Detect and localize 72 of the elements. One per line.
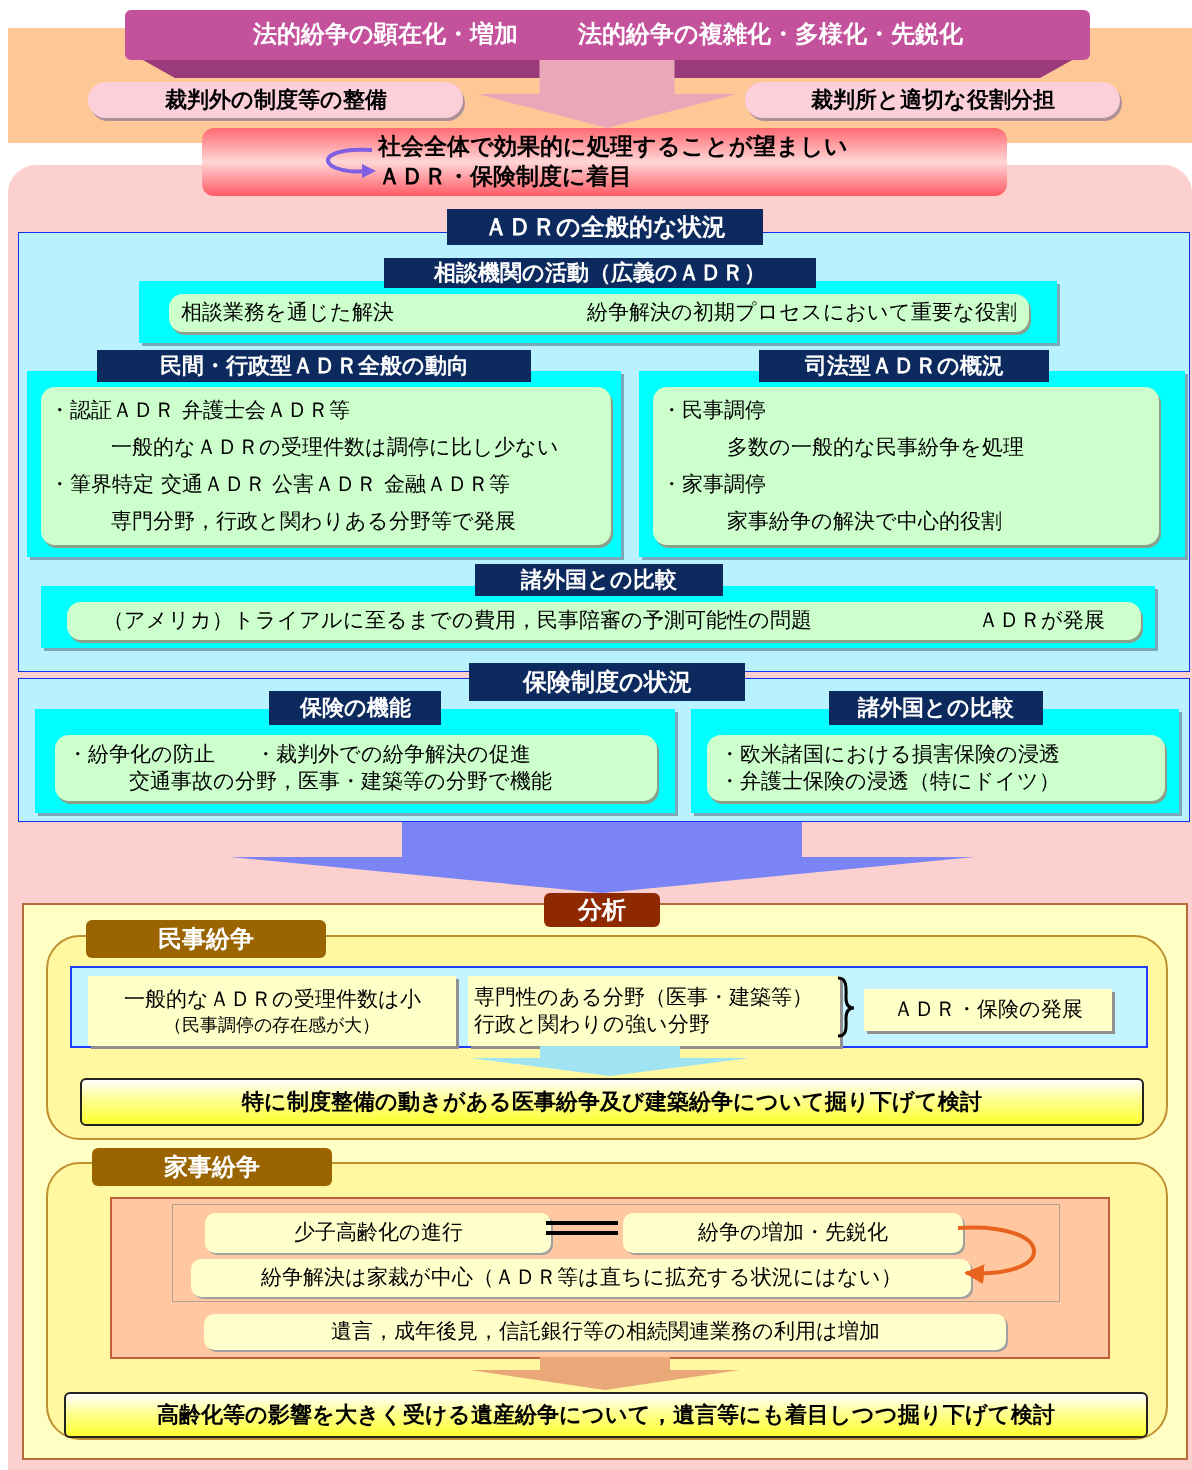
group-box — [172, 1204, 1060, 1302]
text: 行政と関わりの強い分野 — [474, 1011, 710, 1038]
text-card — [205, 1213, 551, 1253]
text: 高齢化等の影響を大きく受ける遺産紛争について，遺言等にも着目しつつ掘り下げて検討 — [157, 1400, 1055, 1429]
text-card — [864, 989, 1112, 1031]
text: 紛争の増加・先鋭化 — [698, 1219, 888, 1247]
callout-box — [202, 128, 1007, 196]
text: 相談業務を通じた解決 — [181, 299, 394, 327]
text-card — [623, 1213, 963, 1253]
group-box — [110, 1197, 1110, 1359]
text-card — [169, 294, 1029, 332]
scroll-banner — [64, 1392, 1148, 1438]
heading-tab: 相談機関の活動（広義のＡＤＲ） — [384, 258, 816, 288]
text: ・認証ＡＤＲ 弁護士会ＡＤＲ等 — [49, 396, 350, 424]
text-card — [707, 735, 1165, 801]
text-card — [55, 735, 657, 801]
text: ・民事調停 — [661, 396, 766, 424]
heading-tab: 諸外国との比較 — [475, 564, 723, 596]
heading-tab: 民事紛争 — [86, 920, 326, 958]
text-card — [88, 976, 456, 1046]
text: 専門性のある分野（医事・建築等） — [474, 983, 813, 1011]
text: ＡＤＲ・保険制度に着目 — [378, 162, 632, 191]
text-card — [468, 976, 840, 1046]
text: 法的紛争の複雑化・多様化・先鋭化 — [577, 19, 963, 51]
text: 一般的なＡＤＲの受理件数は小 — [123, 985, 421, 1013]
heading-tab: 保険制度の状況 — [469, 663, 745, 701]
text: ・欧米諸国における損害保険の浸透 — [719, 740, 1060, 768]
text: 一般的なＡＤＲの受理件数は調停に比し少ない — [111, 433, 559, 461]
text: 法的紛争の顕在化・増加 — [252, 19, 518, 51]
heading-tab: 保険の機能 — [269, 691, 441, 725]
text: ・家事調停 — [661, 470, 766, 498]
block-arrow — [470, 1357, 740, 1390]
text: 専門分野，行政と関わりある分野等で発展 — [111, 507, 516, 535]
heading-tab: 家事紛争 — [92, 1148, 332, 1186]
text: 社会全体で効果的に処理することが望ましい — [378, 132, 848, 162]
pill-label — [88, 82, 463, 118]
double-line-connector — [544, 1221, 620, 1235]
text-card — [191, 1259, 971, 1297]
text-card — [653, 387, 1159, 545]
text: ・筆界特定 交通ＡＤＲ 公害ＡＤＲ 金融ＡＤＲ等 — [49, 470, 511, 498]
text: 紛争解決の初期プロセスにおいて重要な役割 — [587, 299, 1017, 327]
text: ・紛争化の防止 — [67, 740, 215, 768]
text: ・裁判外での紛争解決の促進 — [255, 740, 531, 768]
text: ＡＤＲ・保険の発展 — [893, 996, 1083, 1024]
text: 多数の一般的な民事紛争を処理 — [727, 433, 1024, 461]
heading-tab: 分析 — [544, 893, 660, 927]
banner — [125, 10, 1090, 60]
text: 裁判所と適切な役割分担 — [810, 85, 1055, 114]
text: 特に制度整備の動きがある医事紛争及び建築紛争について掘り下げて検討 — [242, 1087, 982, 1116]
text-card — [67, 602, 1141, 640]
analysis-panel — [22, 893, 1188, 1460]
text: 家事紛争の解決で中心的役割 — [727, 507, 1002, 535]
heading-tab: ＡＤＲの全般的な状況 — [447, 209, 763, 245]
text: 遺言，成年後見，信託銀行等の相続関連業務の利用は増加 — [330, 1318, 880, 1346]
text-card — [204, 1314, 1006, 1350]
heading-tab: 民間・行政型ＡＤＲ全般の動向 — [97, 350, 531, 382]
heading-tab: 司法型ＡＤＲの概況 — [759, 350, 1049, 382]
text-card — [41, 387, 611, 545]
block-arrow — [477, 60, 737, 128]
text: ＡＤＲが発展 — [978, 607, 1105, 635]
text: ・弁護士保険の浸透（特にドイツ） — [719, 768, 1060, 795]
heading-tab: 諸外国との比較 — [829, 691, 1043, 725]
text: （民事調停の存在感が大） — [164, 1012, 380, 1037]
text: 裁判外の制度等の整備 — [164, 85, 387, 114]
text: 交通事故の分野，医事・建築等の分野で機能 — [129, 768, 552, 795]
text: 少子高齢化の進行 — [293, 1219, 463, 1247]
group-box — [70, 966, 1148, 1048]
text: 紛争解決は家裁が中心（ＡＤＲ等は直ちに拡充する状況にはない） — [260, 1264, 902, 1292]
curved-arrow — [957, 1225, 1036, 1284]
text: （アメリカ）トライアルに至るまでの費用，民事陪審の予測可能性の問題 — [103, 607, 812, 635]
pill-label — [745, 82, 1120, 118]
scroll-banner — [80, 1078, 1144, 1126]
